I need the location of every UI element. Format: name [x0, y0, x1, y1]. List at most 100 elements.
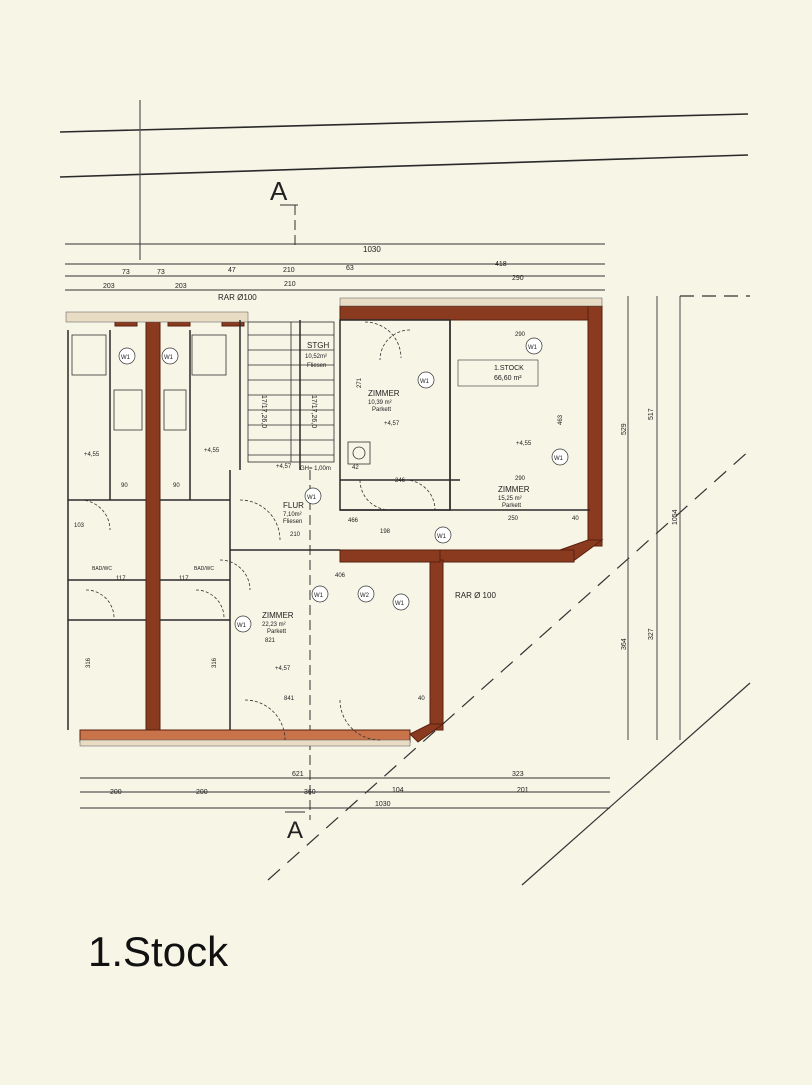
dim-bottom-1: 621	[292, 771, 304, 778]
room-zimmer-2223-area: 22,23 m²	[262, 622, 286, 628]
dim-top-10: 290	[512, 275, 524, 282]
window-tag: W1	[161, 347, 179, 365]
wall-hatch	[65, 297, 603, 747]
dim-top-7: 203	[103, 283, 115, 290]
section-marker-top: A	[270, 176, 288, 206]
dim-inner-5: 198	[380, 529, 391, 535]
dim-right-5: 327	[648, 628, 655, 640]
dim-bottom-2: 323	[512, 771, 524, 778]
svg-text:W1: W1	[554, 456, 564, 462]
window-tag: W1	[417, 371, 435, 389]
rar-label-top: RAR Ø100	[218, 293, 257, 302]
rar-label-bottom: RAR Ø 100	[455, 591, 496, 600]
room-flur-area: 7,10m²	[283, 512, 302, 518]
dim-top-9: 210	[284, 281, 296, 288]
dim-top-4: 210	[283, 267, 295, 274]
dim-inner-11: 103	[74, 523, 85, 529]
section-line-a	[280, 204, 311, 820]
room-zimmer-2223-height: +4,57	[275, 666, 291, 672]
dim-bottom-5: 360	[304, 789, 316, 796]
dim-right-4: 364	[621, 638, 628, 650]
bathroom-fixtures	[71, 334, 371, 465]
stair-gh: GH= 1,00m	[300, 466, 331, 472]
svg-text:W1: W1	[395, 601, 405, 607]
door-swings	[79, 321, 436, 741]
dim-bottom-4: 200	[196, 789, 208, 796]
dim-inner-20: 42	[352, 465, 359, 471]
room-zimmer-1525-name: ZIMMER	[498, 485, 530, 494]
floor-summary-label: 1.STOCK	[494, 365, 524, 372]
dim-top-2: 73	[157, 269, 165, 276]
property-lines	[139, 100, 751, 886]
section-marker-bottom: A	[287, 817, 303, 844]
stair-finish: Fliesen	[307, 363, 326, 369]
dim-inner-12: 117	[116, 576, 126, 582]
room-badwc-left-height: +4,55	[84, 452, 100, 458]
dim-inner-2: 290	[515, 476, 526, 482]
window-tag: W1	[234, 615, 252, 633]
svg-text:W1: W1	[437, 534, 447, 540]
dim-top-total: 1030	[363, 245, 381, 254]
room-zimmer-1525-area: 15,25 m²	[498, 496, 522, 502]
svg-text:W2: W2	[360, 593, 370, 599]
dim-right-2: 517	[648, 408, 655, 420]
dim-bottom-6: 104	[392, 787, 404, 794]
svg-text:W1: W1	[528, 345, 538, 351]
dim-inner-10: 210	[290, 532, 301, 538]
dim-inner-16: 463	[558, 414, 564, 425]
stair-steps-b: 17/17,26,0	[310, 395, 317, 428]
dim-inner-9: 246	[395, 478, 406, 484]
dim-top-8: 203	[175, 283, 187, 290]
dim-inner-15: 316	[212, 657, 218, 668]
plan-title: 1.Stock	[88, 928, 229, 975]
room-zimmer-1039-name: ZIMMER	[368, 389, 400, 398]
dim-inner-14: 316	[86, 657, 92, 668]
dim-inner-1: 290	[515, 332, 526, 338]
svg-text:W1: W1	[237, 623, 247, 629]
dim-right-1: 529	[621, 423, 628, 435]
window-tag: W1	[311, 585, 329, 603]
window-tags: W1 W1 W1 W1 W1 W1 W1 W1 W2 W1 W1	[118, 337, 569, 633]
dim-right-3: 1054	[672, 509, 679, 525]
svg-text:W1: W1	[121, 355, 131, 361]
dim-inner-17: 271	[357, 377, 363, 388]
svg-text:W1: W1	[164, 355, 174, 361]
stair-steps-a: 17/17,26,0	[260, 395, 267, 428]
dim-inner-18: 40	[572, 516, 579, 522]
dim-inner-21: 90	[121, 483, 128, 489]
staircase	[247, 321, 335, 463]
dim-inner-8: 841	[284, 696, 295, 702]
dim-inner-19: 40	[418, 696, 425, 702]
stair-label: STGH	[307, 341, 329, 350]
svg-text:W1: W1	[314, 593, 324, 599]
dim-top-3: 47	[228, 267, 236, 274]
dim-top-6: 418	[495, 261, 507, 268]
dim-top-1: 73	[122, 269, 130, 276]
room-flur-finish: Fliesen	[283, 519, 302, 525]
floor-summary-box	[457, 359, 539, 387]
svg-text:W1: W1	[420, 379, 430, 385]
dim-bottom-3: 200	[110, 789, 122, 796]
stair-height: +4,57	[276, 464, 292, 470]
room-zimmer-1525-height: +4,55	[516, 441, 532, 447]
dim-inner-4: 466	[348, 518, 359, 524]
stair-area: 10,52m²	[305, 354, 327, 360]
room-badwc-mid-height: +4,55	[204, 448, 220, 454]
room-zimmer-1525-finish: Parkett	[502, 503, 521, 509]
dim-inner-22: 90	[173, 483, 180, 489]
dim-inner-13: 117	[179, 576, 189, 582]
dim-inner-3: 250	[508, 516, 519, 522]
room-badwc-mid-name: BAD/WC	[194, 566, 214, 572]
window-tag: W1	[118, 347, 136, 365]
room-badwc-left-name: BAD/WC	[92, 566, 112, 572]
room-zimmer-2223-name: ZIMMER	[262, 611, 294, 620]
room-zimmer-1039-finish: Parkett	[372, 407, 391, 413]
window-tag: W1	[525, 337, 543, 355]
street-lines	[59, 113, 749, 178]
dimension-lines-bottom	[80, 777, 610, 809]
dim-inner-7: 821	[265, 638, 276, 644]
window-tag: W1	[304, 487, 322, 505]
window-tag: W1	[551, 448, 569, 466]
